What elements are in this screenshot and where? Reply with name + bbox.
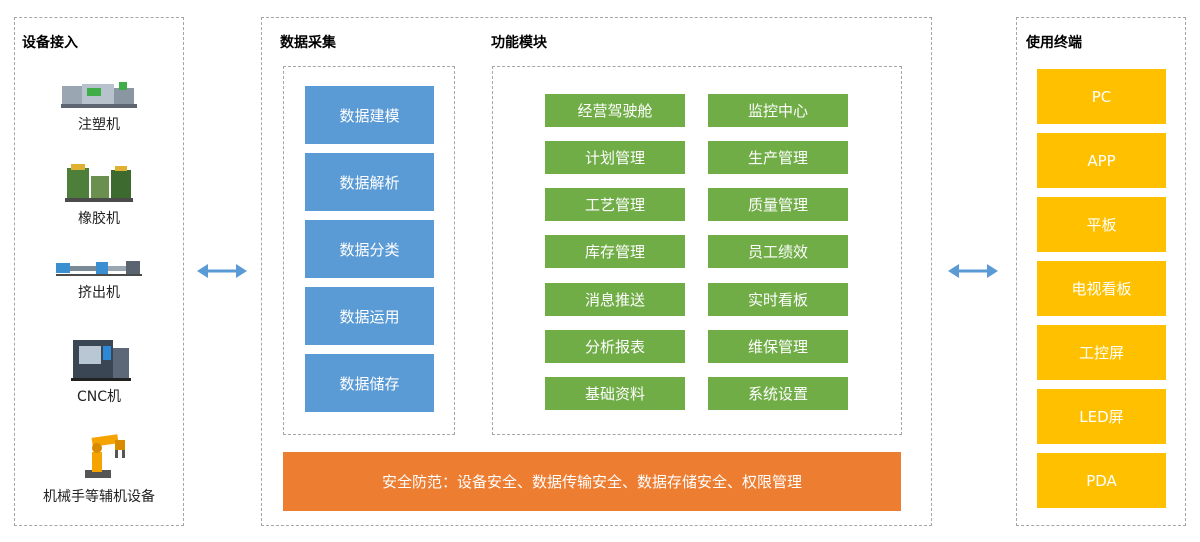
security-banner: 安全防范：设备安全、数据传输安全、数据存储安全、权限管理 [283,452,901,511]
device-cnc: CNC机 [15,336,183,406]
module-item: 库存管理 [545,235,685,268]
data-collection-title: 数据采集 [280,35,336,51]
device-access-title: 设备接入 [22,35,78,51]
device-label: 橡胶机 [78,211,120,227]
terminal-panel [1016,17,1186,526]
device-injection-molding: 注塑机 [15,76,183,134]
double-arrow-icon [197,264,247,278]
module-item: 基础资料 [545,377,685,410]
function-modules-box [492,66,902,435]
device-rubber: 橡胶机 [15,162,183,228]
collection-item: 数据储存 [305,354,434,412]
module-item: 工艺管理 [545,188,685,221]
module-item: 计划管理 [545,141,685,174]
device-access-panel [14,17,184,526]
terminal-item: PC [1037,69,1166,124]
device-label: CNC机 [76,389,122,405]
extruder-icon [56,261,142,276]
module-item: 实时看板 [708,283,848,316]
terminal-item: 电视看板 [1037,261,1166,316]
double-arrow-icon [948,264,998,278]
module-item: 监控中心 [708,94,848,127]
robot-arm-icon [85,434,125,478]
center-panel [261,17,932,526]
terminal-item: PDA [1037,453,1166,508]
collection-item: 数据建模 [305,86,434,144]
collection-item: 数据运用 [305,287,434,345]
module-item: 质量管理 [708,188,848,221]
module-item: 经营驾驶舱 [545,94,685,127]
module-item: 系统设置 [708,377,848,410]
function-modules-title: 功能模块 [491,35,547,51]
terminal-item: APP [1037,133,1166,188]
module-item: 维保管理 [708,330,848,363]
terminal-title: 使用终端 [1026,35,1082,51]
rubber-machine-icon [65,164,133,202]
device-label: 机械手等辅机设备 [43,489,155,505]
module-item: 消息推送 [545,283,685,316]
module-item: 员工绩效 [708,235,848,268]
module-item: 生产管理 [708,141,848,174]
terminal-item: 平板 [1037,197,1166,252]
device-robot-arm: 机械手等辅机设备 [15,426,183,506]
module-item: 分析报表 [545,330,685,363]
collection-item: 数据分类 [305,220,434,278]
collection-item: 数据解析 [305,153,434,211]
device-label: 挤出机 [78,285,120,301]
terminal-item: LED屏 [1037,389,1166,444]
data-collection-box [283,66,455,435]
injection-molding-machine-icon [61,82,137,108]
device-extruder: 挤出机 [15,258,183,302]
terminal-item: 工控屏 [1037,325,1166,380]
cnc-machine-icon [71,340,131,381]
device-label: 注塑机 [78,117,120,133]
